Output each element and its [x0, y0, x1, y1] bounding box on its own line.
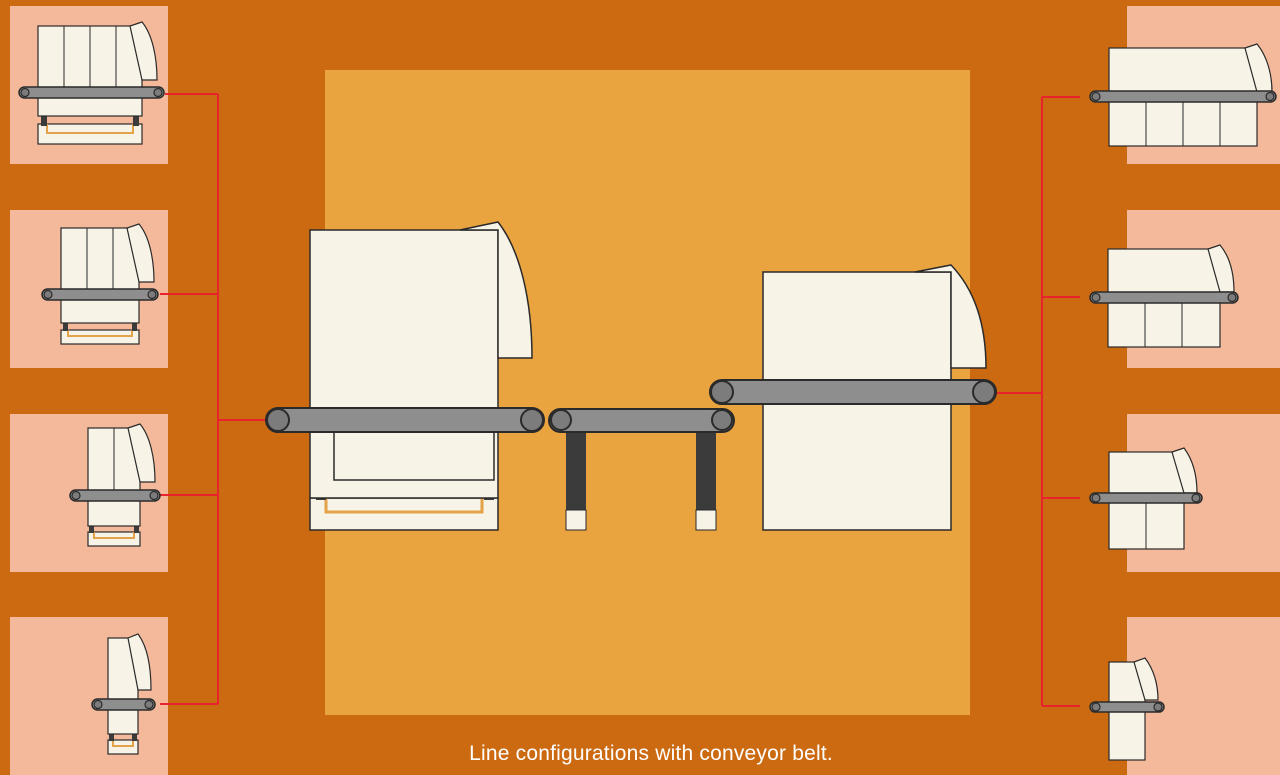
right-unit-1	[1089, 43, 1277, 147]
right-unit-4	[1089, 657, 1165, 761]
center-sealing-machine	[265, 221, 545, 531]
left-unit-3	[69, 423, 161, 547]
center-packing-machine	[709, 264, 997, 531]
left-unit-2	[41, 223, 159, 345]
left-unit-1	[18, 21, 165, 145]
right-unit-2	[1089, 244, 1239, 348]
right-unit-3	[1089, 447, 1203, 550]
left-unit-4	[91, 633, 156, 755]
diagram-caption: Line configurations with conveyor belt.	[469, 742, 833, 765]
transfer-conveyor	[548, 408, 735, 531]
